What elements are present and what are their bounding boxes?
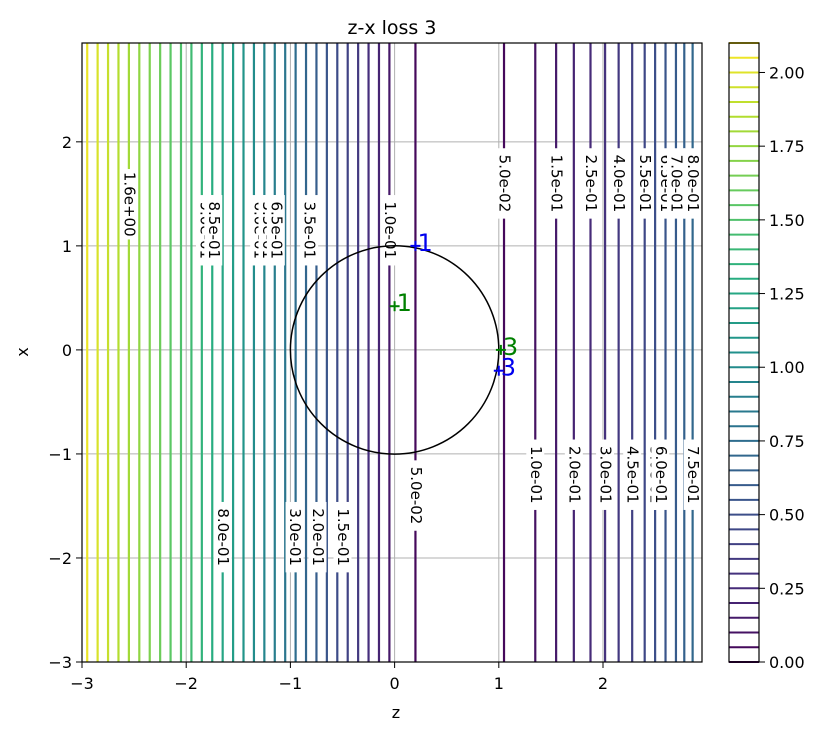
contour-label: 1.5e-01 (548, 155, 566, 213)
contour-label: 8.0e-01 (684, 155, 702, 213)
contour-label: 1.5e-01 (334, 508, 352, 566)
colorbar-ticks: 0.00 0.25 0.50 0.75 1.00 1.25 1.50 1.75 2.00 (759, 63, 805, 672)
contour-label-gap (683, 439, 702, 510)
plot-frame (81, 42, 703, 663)
colorbar-frame (728, 42, 760, 663)
marker-label: 1 (397, 289, 412, 317)
colorbar-tick-label: 0.00 (769, 653, 805, 672)
contour-label-gap (581, 148, 600, 219)
contour-label-gap (406, 460, 425, 531)
colorbar-tick-label: 0.50 (769, 506, 805, 525)
colorbar-tick-label: 1.75 (769, 137, 805, 156)
colorbar-tick-label: 0.25 (769, 579, 805, 598)
contour-label-gap (547, 148, 566, 219)
contour-label: 1.0e-01 (381, 201, 399, 259)
contour-label: 5.0e-02 (407, 467, 425, 525)
marker-label: 1 (417, 229, 432, 257)
contour-label: 6.5e-01 (267, 201, 285, 259)
grid-lines (81, 43, 702, 663)
contour-label-gap (308, 501, 327, 573)
contour-label-gap (683, 148, 702, 219)
contour-label-gap (285, 501, 304, 573)
y-tick-label: 1 (62, 237, 72, 256)
contour-label-gap (204, 195, 223, 266)
y-tick-label: −2 (48, 549, 72, 568)
y-tick-label: 0 (62, 341, 72, 360)
contour-label: 4.5e-01 (624, 446, 642, 504)
contour-label: 1.6e+00 (120, 172, 138, 237)
contour-label-gap (266, 195, 285, 266)
contour-label: 5.0e-02 (496, 155, 514, 213)
contour-label-gap (119, 169, 138, 240)
contour-label: 7.5e-01 (684, 446, 702, 504)
colorbar-tick-label: 1.25 (769, 285, 805, 304)
contour-label-gap (495, 148, 514, 219)
colorbar-tick-label: 1.50 (769, 211, 805, 230)
contour-label-gap (666, 148, 685, 219)
marker-label: 3 (501, 354, 516, 382)
x-tick-label: −3 (70, 674, 94, 693)
contour-lines (86, 43, 694, 662)
contour-label-gap (635, 148, 654, 219)
y-axis-label: x (13, 347, 32, 356)
contour-label: 1.0e-01 (527, 446, 545, 504)
plot-area: 1.6e+009.0e-018.5e-016.0e-015.5e-016.5e-… (81, 42, 703, 663)
x-tick-label: 0 (390, 674, 400, 693)
x-axis-label: z (392, 703, 400, 722)
contour-label-gap (623, 439, 642, 510)
y-tick-label: −3 (48, 653, 72, 672)
contour-label: 5.5e-01 (636, 155, 654, 213)
contour-label-gap (213, 501, 232, 573)
contour-label-gap (526, 439, 545, 510)
contour-label-gap (564, 439, 583, 510)
contour-label-gap (300, 195, 319, 266)
colorbar (729, 42, 759, 663)
x-tick-label: −1 (279, 674, 303, 693)
y-axis-ticks: −3 −2 −1 0 1 2 (48, 133, 82, 672)
contour-label: 8.5e-01 (205, 201, 223, 259)
colorbar-tick-label: 0.75 (769, 432, 805, 451)
contour-label: 3.0e-01 (597, 446, 615, 504)
x-tick-label: 2 (598, 674, 608, 693)
colorbar-tick-label: 1.00 (769, 358, 805, 377)
contour-label: 4.0e-01 (610, 155, 628, 213)
contour-label: 2.0e-01 (309, 508, 327, 566)
contour-label-gap (596, 439, 615, 510)
contour-label: 2.5e-01 (582, 155, 600, 213)
contour-label: 3.0e-01 (286, 508, 304, 566)
x-tick-label: −2 (174, 674, 198, 693)
marker-label: 3 (503, 333, 518, 361)
x-axis-ticks: −3 −2 −1 0 1 2 (70, 662, 608, 693)
contour-label: 6.0e-01 (652, 446, 670, 504)
x-tick-label: 1 (494, 674, 504, 693)
y-tick-label: −1 (48, 445, 72, 464)
contour-label-gap (380, 195, 399, 266)
contour-label: 7.0e-01 (667, 155, 685, 213)
contour-labels: 1.6e+009.0e-018.5e-016.0e-015.5e-016.5e-… (119, 148, 702, 573)
chart-title: z-x loss 3 (348, 17, 437, 39)
contour-label: 3.5e-01 (301, 201, 319, 259)
contour-label-gap (651, 439, 670, 510)
markers: 1 1 33 (389, 229, 518, 382)
contour-label: 2.0e-01 (565, 446, 583, 504)
y-tick-label: 2 (62, 133, 72, 152)
colorbar-tick-label: 2.00 (769, 63, 805, 82)
contour-label-gap (333, 501, 352, 573)
contour-label-gap (609, 148, 628, 219)
contour-label: 8.0e-01 (214, 508, 232, 566)
